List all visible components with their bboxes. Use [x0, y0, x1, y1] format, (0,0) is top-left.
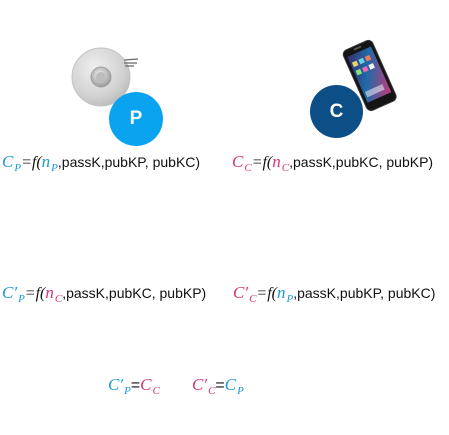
- function-args: ,passK,pubKC, pubKP): [62, 285, 207, 301]
- function-args: ,passK,pubKP, pubKC): [57, 154, 201, 170]
- function-args: ,passK,pubKP, pubKC): [293, 285, 436, 301]
- cp-prime-symbol: C′: [108, 375, 124, 394]
- nonce-symbol: n: [41, 152, 51, 171]
- cc-prime-symbol: C′: [192, 375, 208, 394]
- equals-sign: =: [215, 377, 225, 394]
- function-symbol: =f(: [21, 154, 42, 171]
- cc-prime-subscript: C: [208, 385, 216, 397]
- cc-prime-subscript: C: [249, 293, 257, 305]
- smart-sensor-icon: [71, 47, 139, 107]
- cc-subscript: C: [152, 385, 160, 397]
- peripheral-badge: P: [109, 92, 163, 146]
- nonce-subscript: C: [281, 162, 290, 174]
- function-symbol: =f(: [251, 154, 273, 171]
- cc-subscript: C: [244, 162, 252, 174]
- smartphone-icon: [342, 39, 397, 112]
- nonce-symbol: n: [45, 283, 54, 302]
- cp-subscript: P: [14, 162, 22, 174]
- cp-prime-subscript: P: [124, 385, 131, 397]
- check-central: C′C=CP: [192, 375, 244, 397]
- check-peripheral: C′P=CC: [108, 375, 160, 397]
- nonce-symbol: n: [272, 152, 281, 171]
- cc-symbol: C: [140, 375, 152, 394]
- cp-prime-subscript: P: [18, 293, 25, 305]
- cp-symbol: C: [224, 375, 237, 394]
- nonce-symbol: n: [276, 283, 286, 302]
- nonce-subscript: P: [286, 293, 294, 305]
- cp-symbol: C: [2, 152, 14, 171]
- function-args: ,passK,pubKC, pubKP): [289, 154, 434, 170]
- nonce-subscript: C: [54, 293, 63, 305]
- cc-symbol: C: [232, 152, 244, 171]
- cp-subscript: P: [237, 385, 244, 397]
- cc-prime-compute-equation: C′C=f(nP,passK,pubKP, pubKC): [233, 283, 436, 306]
- central-badge: C: [310, 85, 363, 138]
- cp-compute-equation: CP=f(nP,passK,pubKP, pubKC): [2, 152, 201, 175]
- cc-prime-symbol: C′: [233, 283, 249, 302]
- cp-prime-compute-equation: C′P=f(nC,passK,pubKC, pubKP): [2, 283, 207, 306]
- equals-sign: =: [130, 377, 141, 394]
- function-symbol: =f(: [24, 285, 46, 302]
- cp-prime-symbol: C′: [2, 283, 18, 302]
- nonce-subscript: P: [51, 162, 58, 174]
- cc-compute-equation: CC=f(nC,passK,pubKC, pubKP): [232, 152, 434, 175]
- function-symbol: =f(: [256, 285, 277, 302]
